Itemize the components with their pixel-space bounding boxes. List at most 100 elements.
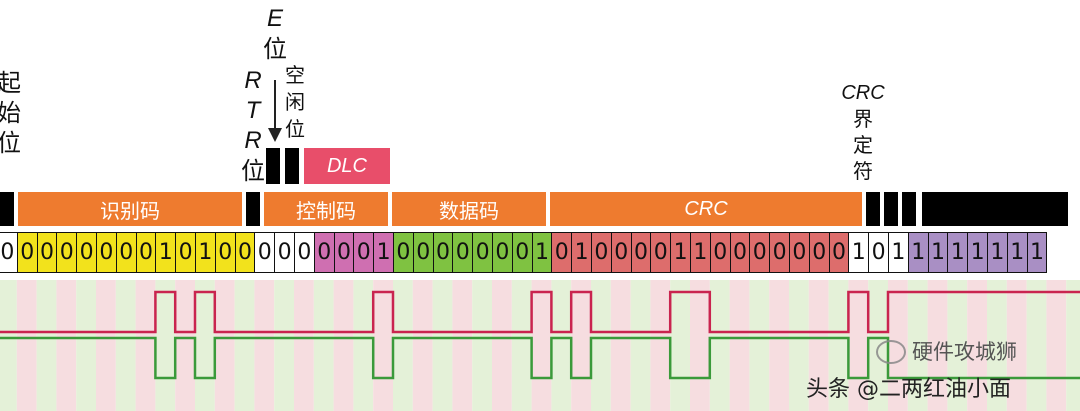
crc-delimiter-title: CRC <box>841 82 885 104</box>
bit-cell: 1 <box>155 232 177 273</box>
rtr-char: 位 <box>241 157 265 185</box>
waveform-stripe <box>76 280 96 411</box>
bit-cell: 0 <box>274 232 295 273</box>
crc-delimiter-block-3 <box>902 192 916 226</box>
waveform-stripe <box>16 280 37 411</box>
bit-cell: 0 <box>610 232 632 273</box>
waveform-stripe <box>452 280 473 411</box>
waveform-stripe <box>690 280 710 411</box>
bit-cell: 1 <box>571 232 592 273</box>
can-high-line <box>0 290 1080 334</box>
waveform-stripe <box>155 280 176 411</box>
bit-cell: 0 <box>511 232 533 273</box>
waveform-stripe <box>808 280 829 411</box>
bit-cell: 1 <box>1026 232 1048 273</box>
bit-cell: 0 <box>749 232 771 273</box>
waveform-stripe <box>412 280 433 411</box>
waveform-stripe <box>591 280 611 411</box>
bit-cell: 0 <box>769 232 790 273</box>
waveform <box>0 280 1080 411</box>
waveform-stripe <box>36 280 57 411</box>
waveform-stripe <box>1046 280 1067 411</box>
bit-cell: 0 <box>729 232 751 273</box>
bit-cell: 0 <box>96 232 117 273</box>
bit-cell: 0 <box>353 232 375 273</box>
bit-cell: 0 <box>234 232 256 273</box>
ide-letter: E <box>266 5 283 32</box>
idle-char-2: 闲 <box>285 90 305 114</box>
bit-cell: 0 <box>135 232 157 273</box>
crc-delimiter-block-2 <box>884 192 898 226</box>
waveform-stripe <box>56 280 77 411</box>
waveform-stripe <box>749 280 770 411</box>
waveform-stripe <box>670 280 690 411</box>
control-field: 控制码 <box>264 192 388 226</box>
crc-delimiter-char-3: 符 <box>853 159 873 183</box>
waveform-stripe <box>135 280 156 411</box>
waveform-stripe <box>294 280 314 411</box>
waveform-stripe <box>828 280 849 411</box>
bit-cell: 1 <box>888 232 909 273</box>
crc-field: CRC <box>550 192 862 226</box>
waveform-stripe <box>432 280 453 411</box>
waveform-stripe <box>1066 280 1080 411</box>
waveform-stripe <box>630 280 651 411</box>
bit-cell: 0 <box>432 232 454 273</box>
waveform-stripe <box>313 280 334 411</box>
bit-cell: 1 <box>531 232 553 273</box>
bit-cell: 1 <box>670 232 691 273</box>
waveform-stripe <box>472 280 492 411</box>
sof-char-2: 始 <box>0 99 21 127</box>
ide-char: 位 <box>263 35 287 63</box>
bit-cell: 0 <box>294 232 315 273</box>
bit-cell: 0 <box>175 232 196 273</box>
identifier-field: 识别码 <box>18 192 242 226</box>
waveform-stripe <box>214 280 235 411</box>
bit-cell: 0 <box>313 232 335 273</box>
bit-cell: 1 <box>967 232 988 273</box>
eof-block <box>922 192 1068 226</box>
waveform-stripe <box>234 280 255 411</box>
rtr-block <box>246 192 260 226</box>
waveform-stripe <box>511 280 532 411</box>
bit-cell: 0 <box>828 232 850 273</box>
bit-cell: 0 <box>591 232 612 273</box>
bit-cell: 0 <box>551 232 573 273</box>
watermark-line-2: 头条 @二两红油小面 <box>806 377 1011 402</box>
waveform-stripe <box>650 280 671 411</box>
bit-cell: 0 <box>254 232 276 273</box>
idle-label: 空 闲 位 <box>283 62 307 143</box>
ide-label: E 位 <box>262 4 288 64</box>
bit-cell: 0 <box>214 232 236 273</box>
waveform-stripe <box>393 280 413 411</box>
bit-cell: 0 <box>492 232 513 273</box>
sof-char-3: 位 <box>0 129 21 157</box>
bit-cell: 0 <box>709 232 731 273</box>
waveform-stripe <box>373 280 393 411</box>
waveform-stripe <box>96 280 116 411</box>
bit-cell: 0 <box>333 232 355 273</box>
bit-cell: 0 <box>56 232 78 273</box>
bit-cell: 0 <box>393 232 414 273</box>
waveform-stripe <box>175 280 195 411</box>
can-low-line <box>0 336 1080 380</box>
bit-cell: 0 <box>76 232 97 273</box>
waveform-stripe <box>531 280 552 411</box>
rtr-letter-1: R <box>244 67 262 94</box>
crc-delimiter-label: CRC 界 定 符 <box>838 80 888 184</box>
bit-cell: 0 <box>868 232 889 273</box>
sof-block <box>0 192 14 226</box>
bit-cell: 0 <box>808 232 830 273</box>
idle-char-3: 位 <box>285 117 305 141</box>
waveform-stripe <box>551 280 572 411</box>
bit-cell: 1 <box>195 232 216 273</box>
sof-label: 起 始 位 <box>0 68 22 158</box>
data-field: 数据码 <box>392 192 546 226</box>
rtr-letter-2: T <box>245 97 261 124</box>
bit-cell: 1 <box>373 232 394 273</box>
bit-cell: 0 <box>630 232 652 273</box>
rtr-letter-3: R <box>244 127 262 154</box>
idle-block <box>285 148 299 184</box>
waveform-stripe <box>115 280 136 411</box>
bit-cell: 0 <box>16 232 38 273</box>
